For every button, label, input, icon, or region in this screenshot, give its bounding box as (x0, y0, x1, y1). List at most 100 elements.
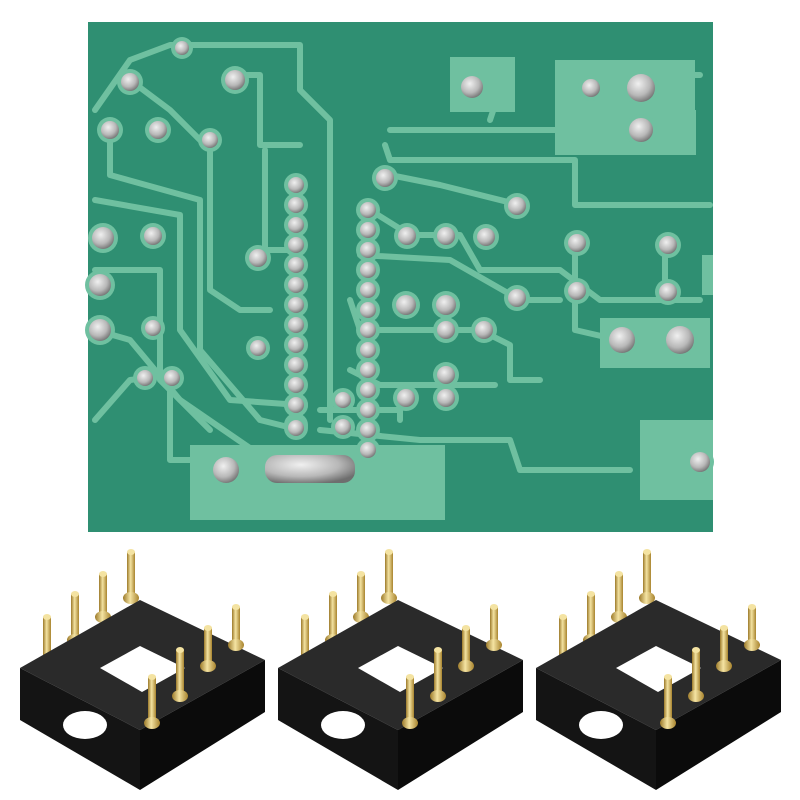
pin-collar (639, 592, 655, 604)
joint-solder (397, 389, 415, 407)
socket-right-face (140, 660, 265, 790)
pin-shaft (434, 648, 442, 696)
joint-solder (609, 327, 635, 353)
solder-joint (117, 69, 143, 95)
socket-pin (458, 625, 474, 672)
joint-solder (659, 236, 677, 254)
socket-pin (430, 647, 446, 702)
dip-socket (20, 549, 265, 790)
solder-joint (85, 270, 115, 300)
joint-solder (225, 70, 245, 90)
joint-solder (360, 362, 376, 378)
pin-tip (720, 625, 728, 631)
solder-joint (393, 385, 419, 411)
solder-joint (145, 117, 171, 143)
joint-solder (360, 262, 376, 278)
joint-solder (249, 249, 267, 267)
joint-solder (89, 274, 111, 296)
solder-joint (331, 415, 355, 439)
joint-solder (629, 118, 653, 142)
joint-solder (437, 227, 455, 245)
pin-tip (559, 614, 567, 620)
pin-shaft (490, 605, 498, 645)
joint-solder (659, 283, 677, 301)
solder-joint (564, 278, 590, 304)
joint-solder (288, 377, 304, 393)
solder-joint (284, 393, 308, 417)
joint-solder (335, 392, 351, 408)
joint-solder (360, 402, 376, 418)
joint-solder (175, 41, 189, 55)
solder-joint (284, 233, 308, 257)
joint-solder (396, 295, 416, 315)
solder-joint (141, 316, 165, 340)
pin-shaft (643, 550, 651, 598)
joint-solder (475, 321, 493, 339)
joint-solder (288, 257, 304, 273)
joint-solder (360, 422, 376, 438)
solder-joint (372, 165, 398, 191)
pin-collar (458, 660, 474, 672)
pin-tip (148, 674, 156, 680)
pin-collar (716, 660, 732, 672)
solder-joint (356, 338, 380, 362)
joint-solder (568, 282, 586, 300)
pin-shaft (615, 572, 623, 617)
joint-solder (202, 132, 218, 148)
solder-joint (356, 378, 380, 402)
joint-solder (360, 302, 376, 318)
pin-tip (176, 647, 184, 653)
solder-joint (356, 278, 380, 302)
copper-trace (107, 127, 303, 433)
solder-joint (578, 75, 604, 101)
joint-solder (437, 321, 455, 339)
pin-shaft (357, 572, 365, 617)
solder-joint (686, 448, 714, 476)
pin-shaft (462, 626, 470, 666)
solder-joint (284, 373, 308, 397)
socket-pin (660, 674, 676, 729)
joint-solder (360, 382, 376, 398)
copper-trace (92, 42, 333, 423)
joint-solder (461, 76, 483, 98)
joint-solder (250, 340, 266, 356)
joint-solder (288, 337, 304, 353)
joint-solder (360, 442, 376, 458)
joint-solder (144, 227, 162, 245)
socket-pin (200, 625, 216, 672)
pin-shaft (692, 648, 700, 696)
solder-joint (356, 398, 380, 422)
pin-shaft (99, 572, 107, 617)
pin-shaft (406, 675, 414, 723)
copper-trace (387, 172, 523, 208)
joint-solder (568, 234, 586, 252)
pin-tip (748, 604, 756, 610)
joint-solder (666, 326, 694, 354)
solder-joint (221, 66, 249, 94)
solder-joint (394, 223, 420, 249)
joint-solder (145, 320, 161, 336)
pin-collar (744, 639, 760, 651)
copper-pad (702, 255, 713, 295)
joint-solder (288, 197, 304, 213)
pin-shaft (587, 592, 595, 640)
pin-collar (688, 690, 704, 702)
solder-joint (198, 128, 222, 152)
solder-joint (246, 336, 270, 360)
socket-pin (228, 604, 244, 651)
solder-joint (356, 298, 380, 322)
joint-solder (92, 227, 114, 249)
solder-blob (265, 455, 355, 483)
socket-notch (321, 711, 365, 739)
pin-collar (144, 717, 160, 729)
solder-joint (209, 453, 243, 487)
socket-pin (95, 571, 111, 623)
pin-tip (664, 674, 672, 680)
pin-shaft (748, 605, 756, 645)
socket-pin (744, 604, 760, 651)
solder-joint (284, 273, 308, 297)
dip-socket (278, 549, 523, 790)
pin-shaft (71, 592, 79, 640)
joint-solder (437, 366, 455, 384)
joint-solder (121, 73, 139, 91)
